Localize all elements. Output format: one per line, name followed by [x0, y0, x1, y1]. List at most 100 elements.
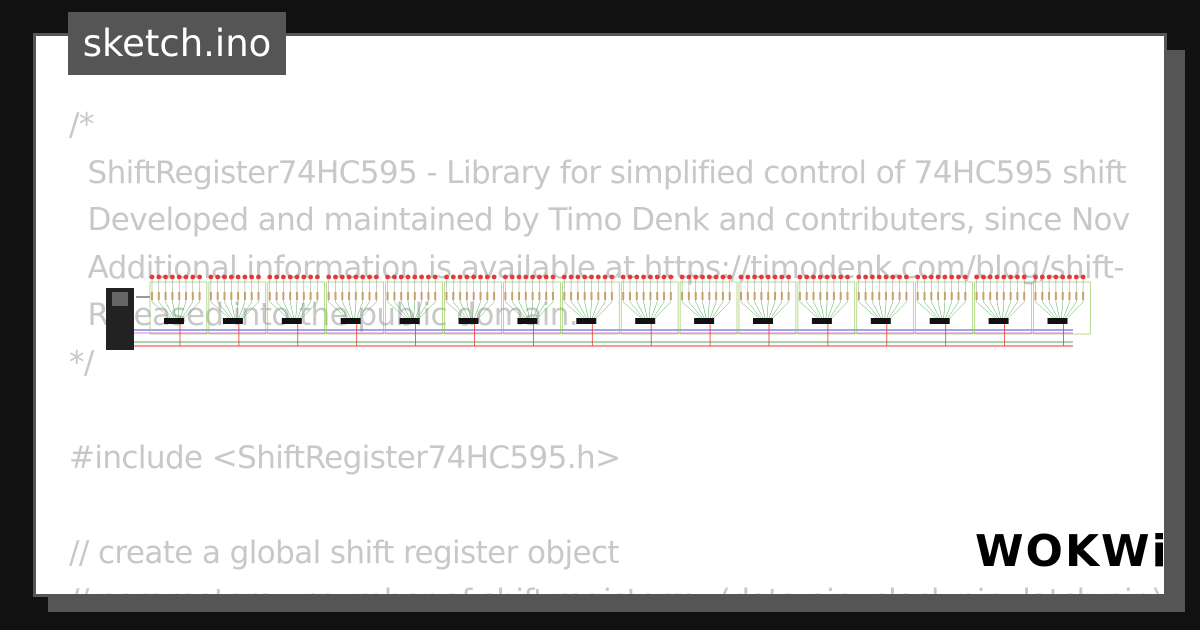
wire: [890, 301, 907, 319]
resistor: [185, 292, 187, 300]
resistor: [989, 292, 992, 300]
led: [838, 274, 844, 280]
wire: [179, 301, 187, 319]
esp32-module: [112, 292, 128, 306]
led: [1080, 274, 1086, 280]
wire: [564, 301, 583, 319]
shift-register-chip: [929, 318, 950, 324]
wire: [419, 301, 436, 319]
shift-register-chip: [870, 318, 891, 324]
led: [471, 274, 477, 280]
resistor: [289, 292, 292, 300]
wire: [394, 301, 408, 319]
shift-register-chip: [988, 318, 1009, 324]
led: [904, 274, 909, 280]
led: [326, 274, 332, 280]
resistor: [504, 292, 507, 300]
wire: [711, 301, 724, 319]
wire: [183, 301, 200, 319]
code-line: Additional information is available at h…: [69, 249, 1125, 286]
led: [641, 274, 646, 280]
resistor: [871, 292, 874, 300]
led: [333, 274, 338, 280]
resistor: [1048, 292, 1051, 300]
led: [457, 274, 463, 280]
resistor: [669, 292, 672, 300]
wire: [269, 301, 288, 319]
resistor: [957, 292, 960, 300]
wire-group: [856, 281, 914, 335]
code-line: // parameters: <number of shift register…: [69, 578, 1163, 594]
resistor: [518, 292, 520, 300]
wire: [827, 301, 835, 319]
resistor: [1054, 292, 1057, 300]
led: [432, 274, 438, 280]
resistor: [368, 292, 371, 300]
wire: [594, 301, 606, 319]
wire: [446, 301, 465, 319]
led: [582, 274, 588, 280]
led: [700, 274, 705, 280]
resistor: [375, 292, 378, 300]
resistor: [151, 292, 153, 300]
led: [281, 274, 286, 280]
wire: [596, 301, 613, 319]
led: [208, 274, 214, 280]
resistor: [590, 292, 593, 300]
resistor: [805, 292, 808, 300]
resistor: [642, 292, 645, 300]
resistor: [348, 292, 351, 300]
led: [620, 274, 626, 280]
led: [863, 274, 868, 280]
wire: [650, 301, 658, 319]
resistor: [1016, 292, 1019, 300]
wire: [276, 301, 290, 319]
led: [876, 274, 882, 280]
led: [738, 274, 744, 280]
wire-group: [915, 281, 973, 335]
wire: [629, 301, 644, 319]
resistor: [740, 292, 742, 300]
led: [804, 274, 810, 280]
wire: [813, 301, 823, 319]
led: [550, 274, 556, 280]
resistor: [250, 292, 253, 300]
led: [693, 274, 699, 280]
resistor: [243, 292, 246, 300]
wire: [537, 301, 554, 319]
code-line: */: [69, 344, 94, 381]
wire: [158, 301, 173, 319]
resistor: [413, 292, 416, 300]
wire: [1055, 301, 1060, 319]
led: [609, 274, 615, 280]
resistor: [393, 292, 396, 300]
resistor: [1023, 292, 1026, 300]
wire: [996, 301, 1001, 319]
resistor: [178, 292, 181, 300]
led: [974, 274, 979, 280]
led: [450, 274, 456, 280]
resistor: [361, 292, 364, 300]
wire: [289, 301, 295, 319]
wire: [299, 301, 311, 319]
wire: [761, 301, 766, 319]
resistor: [774, 292, 776, 300]
resistor: [420, 292, 423, 300]
wire: [865, 301, 879, 319]
led: [301, 274, 307, 280]
led: [315, 274, 320, 280]
resistor: [563, 292, 566, 300]
led: [981, 274, 986, 280]
led: [759, 274, 764, 280]
wire: [295, 301, 298, 319]
led: [706, 274, 712, 280]
wire: [1006, 301, 1018, 319]
led: [478, 274, 483, 280]
led: [949, 274, 955, 280]
led: [228, 274, 234, 280]
wire: [688, 301, 703, 319]
resistor: [164, 292, 167, 300]
wire: [342, 301, 351, 319]
wire: [354, 301, 357, 319]
wire: [505, 301, 524, 319]
